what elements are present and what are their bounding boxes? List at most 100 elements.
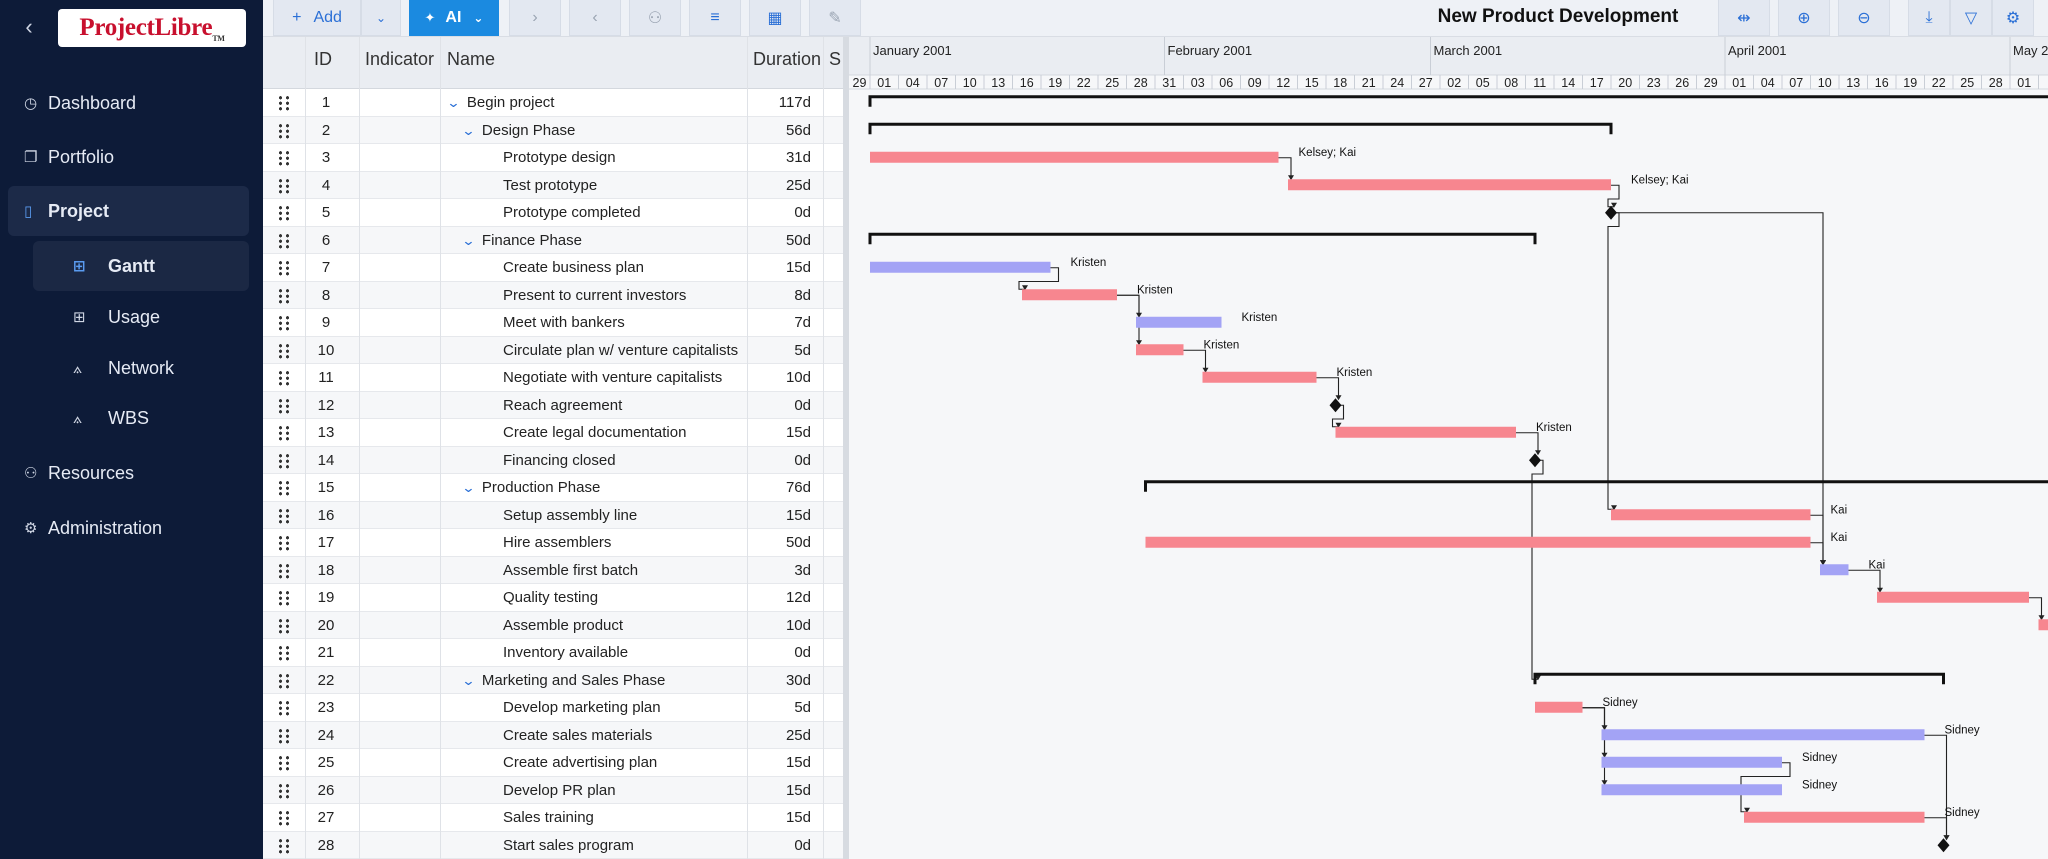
split-view-button[interactable]: ⇹ <box>1718 0 1770 36</box>
cell-name[interactable]: Prototype completed <box>503 204 641 221</box>
drag-handle-icon[interactable] <box>277 810 291 826</box>
drag-handle-icon[interactable] <box>277 672 291 689</box>
sidebar-item-resources[interactable]: ⚇ Resources <box>8 448 249 498</box>
task-bar[interactable] <box>1022 289 1117 301</box>
drag-handle-icon[interactable] <box>277 342 291 359</box>
sidebar-item-usage[interactable]: ⊞ Usage <box>33 292 249 342</box>
cell-name[interactable]: Create business plan <box>503 259 644 276</box>
column-header-id[interactable]: ID <box>314 49 332 69</box>
task-bar[interactable] <box>1601 756 1783 768</box>
ai-button[interactable]: ✦ AI ⌄ <box>409 0 499 36</box>
cell-name[interactable]: Develop marketing plan <box>503 699 661 716</box>
task-bar[interactable] <box>2038 619 2048 631</box>
assign-resources-button[interactable]: ⚇ <box>629 0 681 36</box>
task-bar[interactable] <box>1601 729 1925 741</box>
chevron-down-icon[interactable]: ⌄ <box>461 122 476 138</box>
drag-handle-icon[interactable] <box>277 452 291 469</box>
outdent-button[interactable]: ‹ <box>569 0 621 36</box>
column-header-indicator[interactable]: Indicator <box>365 49 435 69</box>
sidebar-item-dashboard[interactable]: ◷ Dashboard <box>8 78 249 128</box>
sidebar-item-administration[interactable]: ⚙ Administration <box>8 503 249 553</box>
cell-name[interactable]: Negotiate with venture capitalists <box>503 369 722 386</box>
milestone-diamond[interactable] <box>1329 398 1342 413</box>
cell-name[interactable]: ⌄Design Phase <box>461 122 575 139</box>
cell-name[interactable]: Sales training <box>503 809 594 826</box>
chevron-down-icon[interactable]: ⌄ <box>446 95 461 110</box>
cell-name[interactable]: Present to current investors <box>503 287 686 304</box>
column-header-name[interactable]: Name <box>447 49 496 69</box>
chevron-down-icon[interactable]: ⌄ <box>461 480 476 495</box>
sidebar-item-wbs[interactable]: ⟑ WBS <box>33 393 249 443</box>
cell-name[interactable]: Test prototype <box>503 177 597 194</box>
cell-name[interactable]: ⌄Marketing and Sales Phase <box>461 672 665 689</box>
sidebar-item-project[interactable]: ▯ Project <box>8 186 249 236</box>
summary-bar[interactable] <box>1533 672 1945 685</box>
drag-handle-icon[interactable] <box>277 177 291 194</box>
drag-handle-icon[interactable] <box>277 727 291 744</box>
drag-handle-icon[interactable] <box>277 287 291 304</box>
task-bar[interactable] <box>1136 344 1184 356</box>
zoom-in-button[interactable]: ⊕ <box>1778 0 1830 36</box>
drag-handle-icon[interactable] <box>277 700 291 716</box>
download-button[interactable]: ⤓ <box>1908 0 1950 36</box>
drag-handle-icon[interactable] <box>277 617 291 634</box>
milestone-diamond[interactable] <box>1937 838 1950 853</box>
drag-handle-icon[interactable] <box>277 370 291 386</box>
cell-name[interactable]: ⌄Finance Phase <box>461 232 582 249</box>
milestone-diamond[interactable] <box>1605 205 1617 220</box>
milestone-diamond[interactable] <box>1529 453 1541 468</box>
cell-name[interactable]: Meet with bankers <box>503 314 625 331</box>
column-header-duration[interactable]: Duration <box>753 49 822 69</box>
drag-handle-icon[interactable] <box>277 397 291 414</box>
drag-handle-icon[interactable] <box>277 260 291 276</box>
drag-handle-icon[interactable] <box>277 425 291 441</box>
task-bar[interactable] <box>1136 316 1222 328</box>
drag-handle-icon[interactable] <box>277 562 291 579</box>
drag-handle-icon[interactable] <box>277 645 291 661</box>
summary-bar[interactable] <box>1144 480 2048 492</box>
cell-name[interactable]: Circulate plan w/ venture capitalists <box>503 342 738 359</box>
cell-name[interactable]: Assemble first batch <box>503 562 638 579</box>
task-bar[interactable] <box>1288 179 1611 191</box>
cell-name[interactable]: ⌄Begin project <box>446 94 554 111</box>
drag-handle-icon[interactable] <box>277 782 291 799</box>
sidebar-item-portfolio[interactable]: ❐ Portfolio <box>8 132 249 182</box>
drag-handle-icon[interactable] <box>277 755 291 771</box>
task-bar[interactable] <box>870 151 1279 163</box>
summary-bar[interactable] <box>868 95 2048 107</box>
add-button[interactable]: + Add <box>273 0 361 36</box>
cell-name[interactable]: Create legal documentation <box>503 424 686 441</box>
cell-name[interactable]: Hire assemblers <box>503 534 611 551</box>
cell-name[interactable]: Start sales program <box>503 837 634 854</box>
cell-name[interactable]: Setup assembly line <box>503 507 637 524</box>
settings-button[interactable]: ⚙ <box>1992 0 2034 36</box>
edit-button[interactable]: ✎ <box>809 0 861 36</box>
drag-handle-icon[interactable] <box>277 507 291 524</box>
cell-name[interactable]: Inventory available <box>503 644 628 661</box>
cell-name[interactable]: Assemble product <box>503 617 623 634</box>
drag-handle-icon[interactable] <box>277 232 291 249</box>
drag-handle-icon[interactable] <box>277 95 291 111</box>
